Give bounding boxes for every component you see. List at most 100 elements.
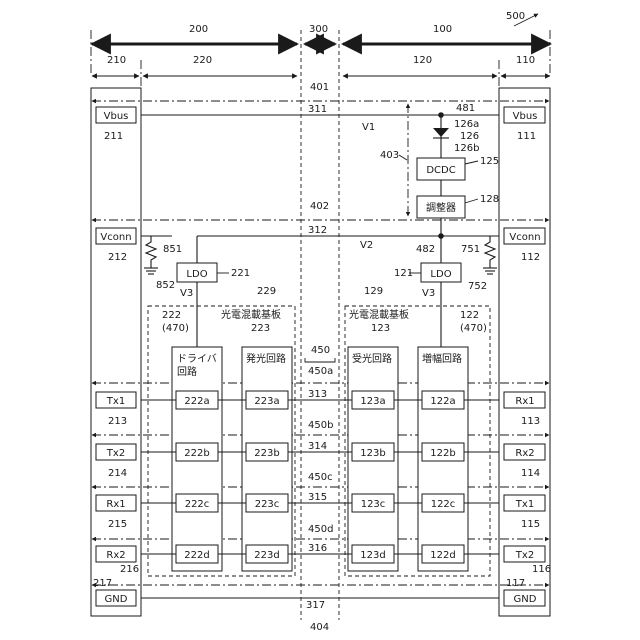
connector-frame-right [499,88,550,616]
right-pin-ref: 113 [521,416,540,427]
block-122d-label: 122d [430,550,455,561]
sec-220-label: 220 [193,55,212,66]
right-pin-name: GND [514,594,537,605]
ref-123-label: 123 [371,323,390,334]
ref-450b-label: 450b [308,420,333,431]
block-222c-label: 222c [185,499,210,510]
ref-222-470-label: (470) [162,323,189,334]
ref-403-leader [399,155,407,160]
ref-126b-label: 126b [454,143,479,154]
right-pin-name: Vbus [513,111,538,122]
left-pin-name: Rx1 [106,499,125,510]
ref-315-label: 315 [308,492,327,503]
driver-title-line2: 回路 [177,365,197,378]
ref-221-label: 221 [231,268,250,279]
left-pin-name: Tx1 [106,396,125,407]
ref-450a-label: 450a [308,366,333,377]
right-pin-name: Vconn [509,232,540,243]
ref-128-label: 128 [480,194,499,205]
channel-row: 222d 223d 123d 122d 316 [141,543,499,563]
ref-125-leader [465,161,478,164]
block-123a-label: 123a [360,396,385,407]
ref-403-label: 403 [380,150,399,161]
sec-120-label: 120 [413,55,432,66]
left-pin-ref: 217 [93,578,112,589]
left-pin-ref: 214 [108,468,127,479]
dcdc-label: DCDC [426,165,455,176]
receiver-title: 受光回路 [352,352,392,365]
sec-300-label: 300 [309,24,328,35]
ref-752-label: 752 [468,281,487,292]
left-pin-name: Vbus [104,111,129,122]
v3-right-label: V3 [422,288,435,299]
ref-129-label: 129 [364,286,383,297]
left-pin-ref: 215 [108,519,127,530]
v3-left-label: V3 [180,288,193,299]
block-123c-label: 123c [361,499,386,510]
ref-852-label: 852 [156,280,175,291]
ref-450c-label: 450c [308,472,333,483]
ref-121-label: 121 [394,268,413,279]
block-222b-label: 222b [184,448,209,459]
resistor-851-icon [146,236,156,268]
right-pin-ref: 112 [521,252,540,263]
block-223c-label: 223c [255,499,280,510]
node-482 [438,233,444,239]
ref-316-label: 316 [308,543,327,554]
right-pin-name: Tx2 [515,550,534,561]
left-pin-name: Tx2 [106,448,125,459]
ref-314-label: 314 [308,441,327,452]
connector-frame-left [91,88,141,616]
right-pin-ref: 115 [521,519,540,530]
ref-402-label: 402 [310,201,329,212]
ref-851-label: 851 [163,244,182,255]
block-222a-label: 222a [184,396,209,407]
block-123d-label: 123d [360,550,385,561]
left-pin-ref: 213 [108,416,127,427]
ref-222-label: 222 [162,310,181,321]
ref-500-label: 500 [506,11,525,22]
ref-482-label: 482 [416,244,435,255]
left-pin-ref: 216 [120,564,139,575]
diode-icon [433,128,449,137]
left-pin-ref: 211 [104,131,123,142]
ref-450-label: 450 [311,345,330,356]
sec-200-label: 200 [189,24,208,35]
v2-label: V2 [360,240,373,251]
left-pin-name: Vconn [100,232,131,243]
driver-title-line1: ドライバ [177,353,217,365]
substrate-left-label: 光電混載基板 [221,308,281,321]
emitter-title: 発光回路 [246,352,286,365]
sec-210-label: 210 [107,55,126,66]
right-pin-ref: 111 [517,131,536,142]
ref-128-leader [465,199,478,203]
block-122b-label: 122b [430,448,455,459]
ref-751-label: 751 [461,244,480,255]
ref-125-label: 125 [480,156,499,167]
ref-312-label: 312 [308,225,327,236]
right-pin-name: Rx2 [515,448,534,459]
ref-404-label: 404 [310,622,329,633]
ref-311-label: 311 [308,104,327,115]
ldo-right-label: LDO [430,269,451,280]
ref-126-label: 126 [460,131,479,142]
ref-317-label: 317 [306,600,325,611]
left-pin-ref: 212 [108,252,127,263]
ref-481-label: 481 [456,103,475,114]
regulator-label: 調整器 [426,201,456,214]
ref-122-label: 122 [460,310,479,321]
ref-401-label: 401 [310,82,329,93]
block-223a-label: 223a [254,396,279,407]
ref-229-label: 229 [257,286,276,297]
block-123b-label: 123b [360,448,385,459]
right-pin-ref: 114 [521,468,540,479]
sec-100-label: 100 [433,24,452,35]
ldo-left-label: LDO [186,269,207,280]
channel-row: 222c 223c 123c 122c 315 [141,492,499,512]
ref-223-label: 223 [251,323,270,334]
block-223b-label: 223b [254,448,279,459]
ref-126a-label: 126a [454,119,479,130]
ref-122-470-label: (470) [460,323,487,334]
resistor-751-icon [485,236,495,268]
